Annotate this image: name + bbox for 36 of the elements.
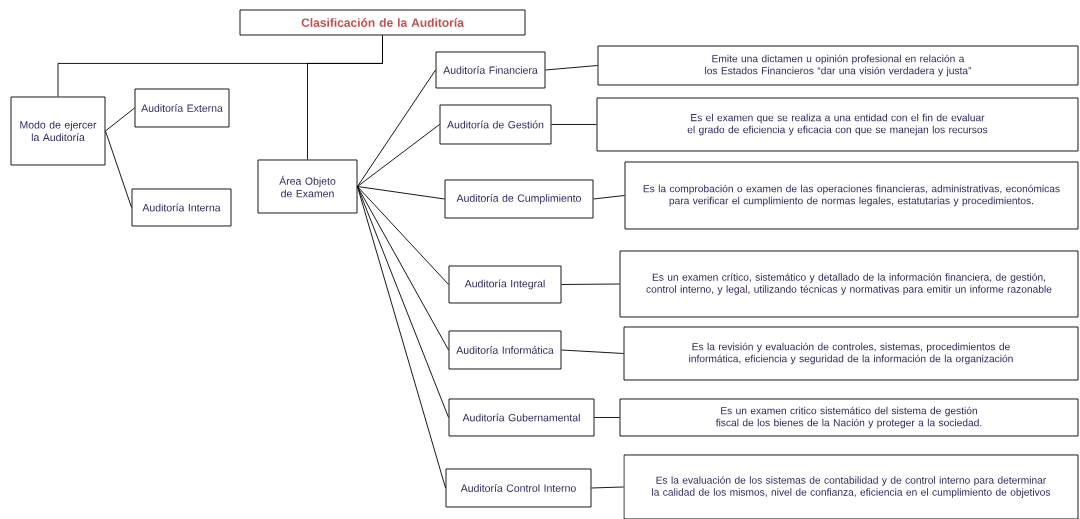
connector-line [357, 124, 440, 187]
type-box: Auditoría Externa [134, 88, 230, 128]
connector-line [561, 283, 620, 285]
description-box: Es la evaluación de los sistemas de contabilidad y de control interno para determinar la calidad de los mismos, nivel de confianza, eficiencia en el cumplimiento de objetivos [623, 454, 1079, 519]
description-box: Es la revisión y evaluación de controles, sistemas, procedimientos de informática, eficiencia y seguridad de la información de la organización [623, 326, 1079, 381]
description-box: Es la comprobación o examen de las operaciones financieras, administrativas, económicas para verificar el cumplimiento de normas legales, estatutarias y procedimientos. [624, 161, 1079, 230]
description-box: Es un examen crítico, sistemático y detallado de la información financiera, de gestión, control interno, y legal, utilizando técnicas y normativas para emitir un informe razonable [619, 250, 1079, 318]
connector-line [357, 186, 449, 351]
type-box: Auditoría Financiera [435, 51, 546, 89]
connector-line [551, 124, 597, 125]
type-box: Auditoría de Cumplimiento [444, 179, 594, 219]
category-box: Área Objeto de Examen [257, 159, 358, 214]
description-box: Es el examen que se realiza a una entidad con el fin de evaluar el grado de eficiencia y eficacia con que se manejan los recursos [596, 97, 1079, 152]
connector-line [357, 69, 436, 187]
connector-line [105, 107, 135, 132]
description-box: Emite una dictamen u opinión profesional en relación a los Estados Financieros “dar una visión verdadera y justa” [597, 45, 1079, 86]
connector-line [357, 186, 449, 418]
type-box: Auditoría Informática [448, 330, 562, 370]
connector-line [545, 65, 598, 71]
connector-line [307, 35, 383, 160]
type-box: Auditoría Integral [448, 265, 562, 304]
connector-line [593, 195, 625, 200]
description-box: Es un examen critico sistemático del sistema de gestión fiscal de los bienes de la Nación y proteger a la sociedad. [619, 398, 1079, 437]
connector-line [591, 486, 624, 489]
connector-line [561, 349, 624, 354]
title-box: Clasificación de la Auditoría [239, 9, 526, 36]
connector-line [357, 186, 449, 285]
connector-line [594, 417, 620, 418]
type-box: Auditoría Gubernamental [448, 398, 595, 437]
type-box: Auditoría de Gestión [439, 104, 552, 145]
type-box: Auditoría Control Interno [445, 468, 592, 508]
category-box: Modo de ejercer la Auditoría [10, 96, 106, 166]
connector-line [357, 186, 446, 489]
type-box: Auditoría Interna [131, 188, 232, 227]
connector-line [357, 186, 445, 200]
connector-line [105, 130, 132, 208]
